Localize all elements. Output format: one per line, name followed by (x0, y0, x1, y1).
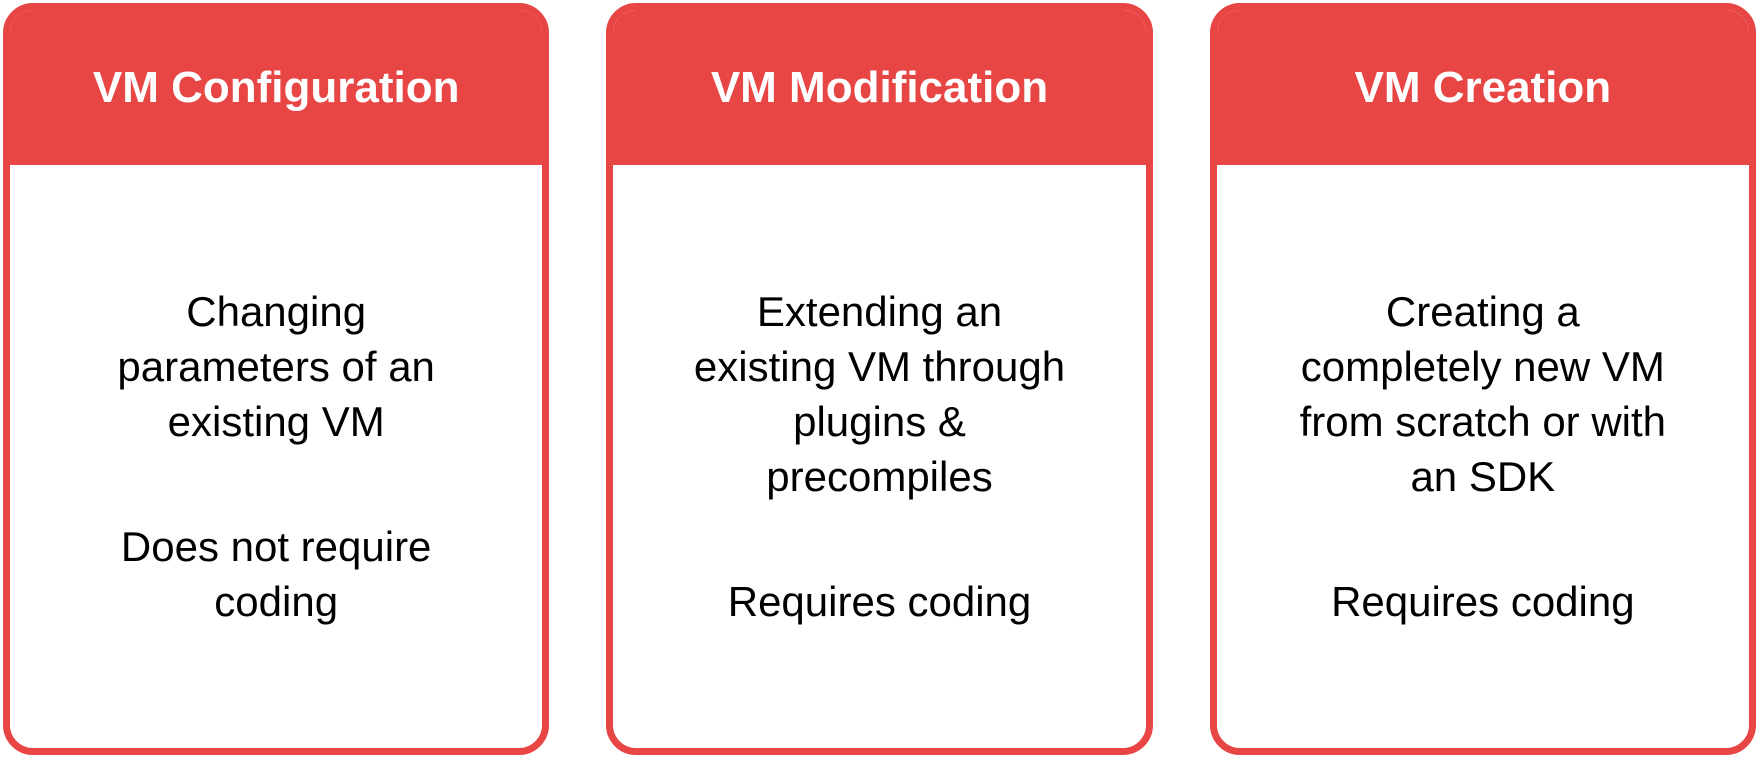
card-vm-modification: VM Modification Extending an existing VM… (606, 3, 1153, 755)
card-vm-configuration: VM Configuration Changing parameters of … (3, 3, 550, 755)
card-vm-creation: VM Creation Creating a completely new VM… (1209, 3, 1756, 755)
card-body: Creating a completely new VM from scratc… (1217, 165, 1749, 748)
card-title: VM Modification (710, 62, 1049, 112)
card-body: Extending an existing VM through plugins… (613, 165, 1145, 748)
card-description: Creating a completely new VM from scratc… (1299, 287, 1667, 500)
card-description: Extending an existing VM through plugins… (693, 287, 1066, 500)
card-coding-requirement: Requires coding (727, 578, 1032, 626)
card-title: VM Configuration (92, 62, 460, 112)
card-coding-requirement: Requires coding (1331, 578, 1635, 626)
card-header: VM Configuration (10, 10, 543, 165)
card-body: Changing parameters of an existing VM Do… (10, 165, 542, 748)
card-header: VM Creation (1216, 10, 1749, 165)
card-title: VM Creation (1354, 62, 1612, 112)
card-description: Changing parameters of an existing VM (117, 287, 435, 445)
card-coding-requirement: Does not require coding (120, 523, 432, 626)
card-header: VM Modification (613, 10, 1146, 165)
